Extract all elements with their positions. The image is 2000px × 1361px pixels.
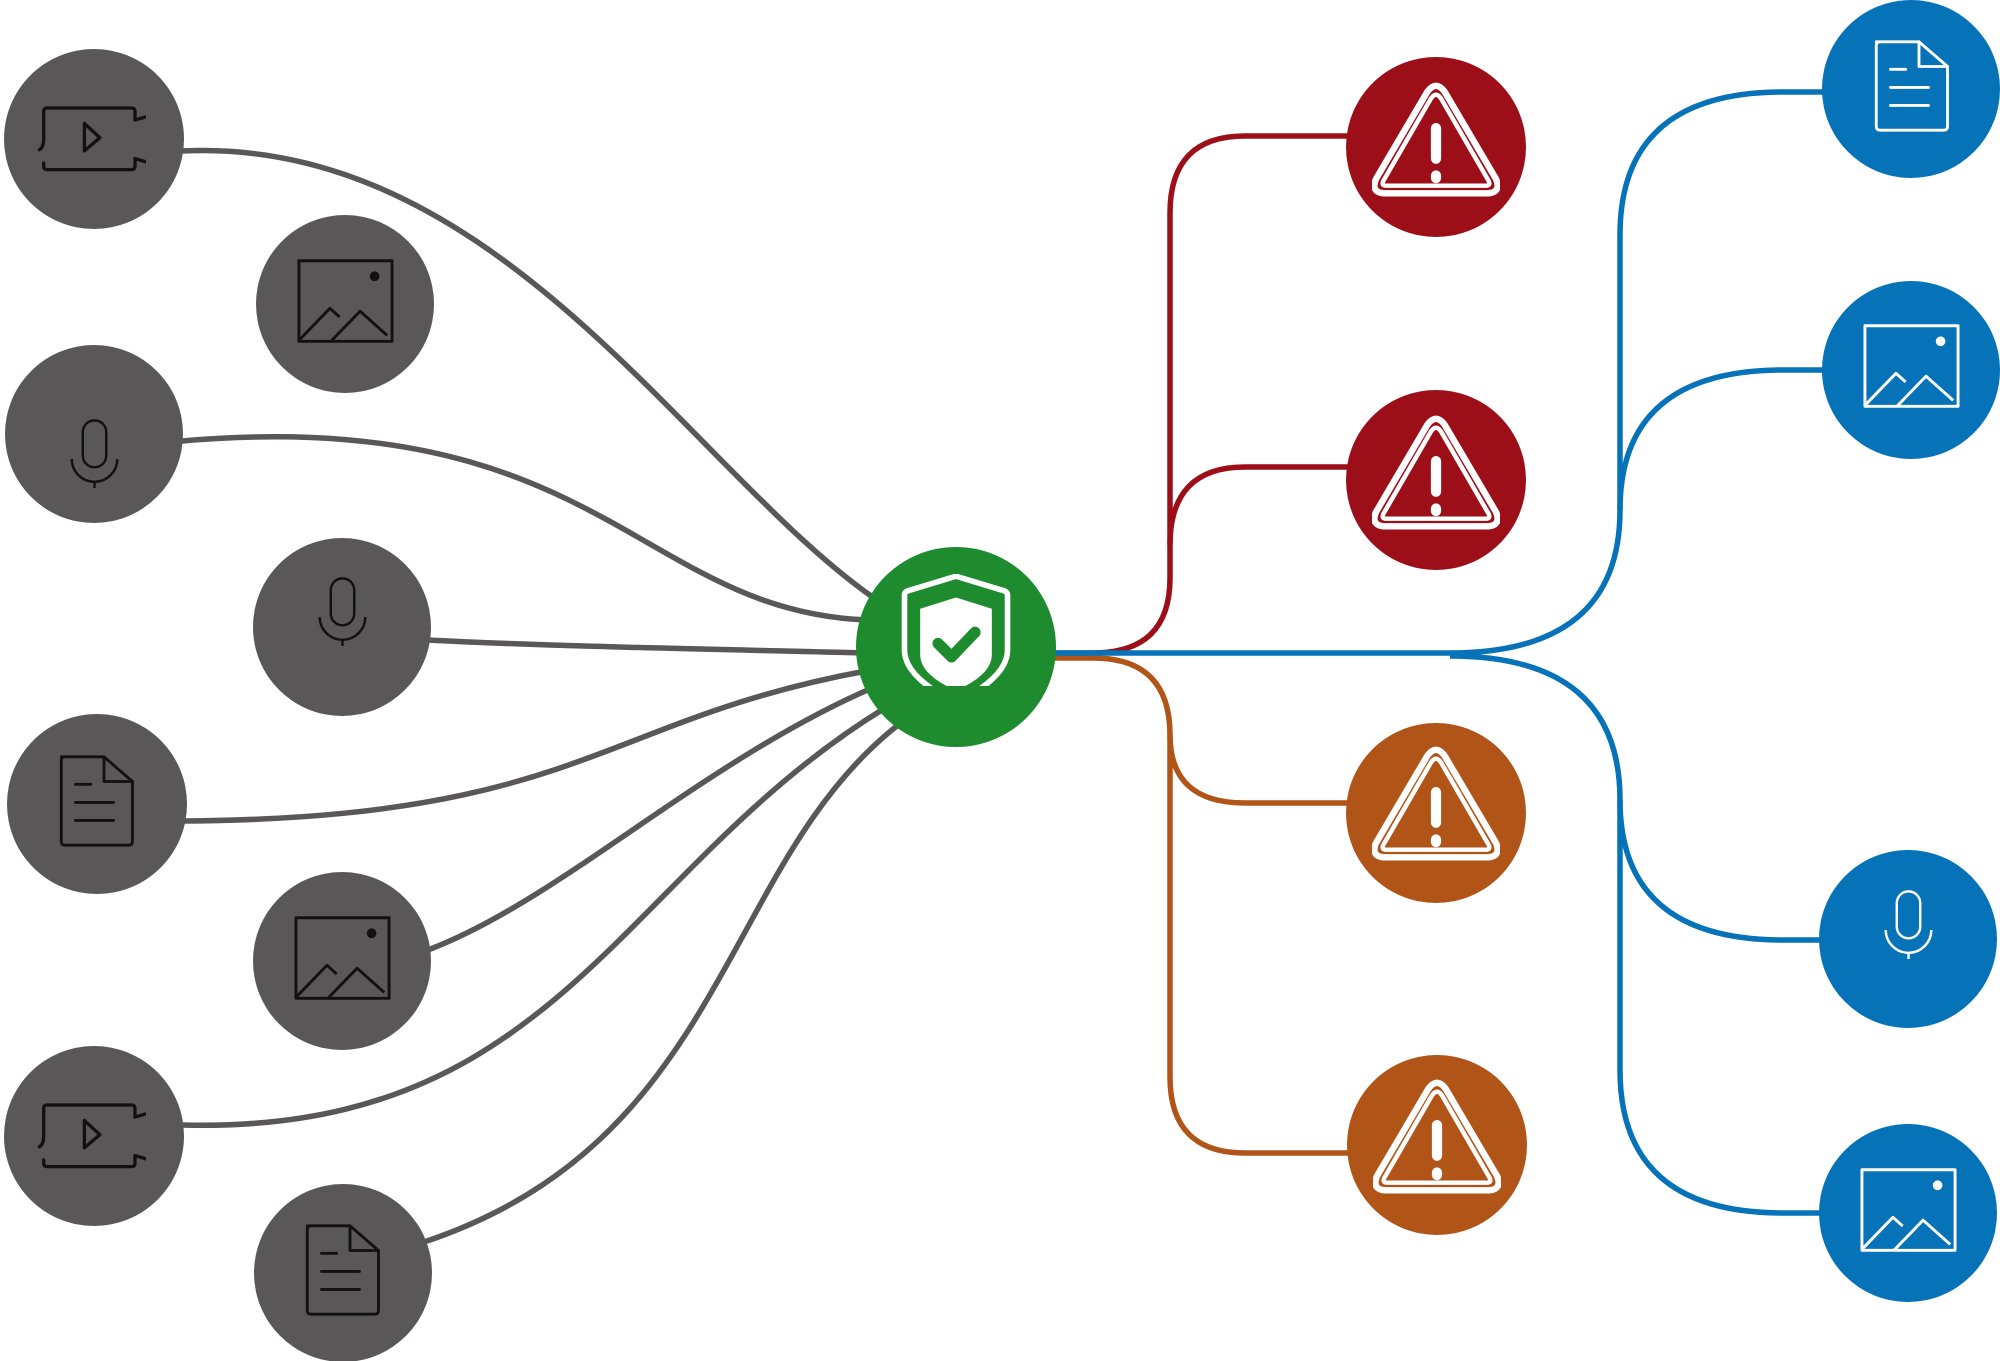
input-node-audio-2[interactable]: [253, 538, 431, 716]
link-alert-orange-2: [1167, 734, 1352, 806]
link-alert-red-2: [1167, 464, 1352, 546]
input-node-video-1[interactable]: [4, 49, 184, 229]
output-node-image-2[interactable]: [1819, 1124, 1997, 1302]
link-input-video-1: [181, 147, 876, 601]
link-input-document-2: [423, 719, 904, 1245]
input-node-document-2[interactable]: [254, 1184, 432, 1361]
alert-node-orange-1[interactable]: [1346, 723, 1526, 903]
alert-node-orange-2[interactable]: [1347, 1055, 1527, 1235]
output-node-image-1[interactable]: [1822, 281, 2000, 459]
input-node-audio-1[interactable]: [5, 345, 183, 523]
input-node-image-2[interactable]: [253, 872, 431, 1050]
alert-node-red-2[interactable]: [1346, 390, 1526, 570]
input-node-image-1[interactable]: [256, 215, 434, 393]
output-node-audio[interactable]: [1819, 850, 1997, 1028]
link-output-image-2: [1617, 800, 1822, 1216]
security-hub-node[interactable]: [856, 547, 1056, 747]
output-node-document[interactable]: [1822, 0, 2000, 178]
link-input-image-2: [427, 685, 874, 953]
link-output-image-1: [1617, 367, 1828, 511]
link-input-audio-2: [427, 637, 865, 656]
input-node-video-2[interactable]: [4, 1046, 184, 1226]
link-output-document: [1449, 89, 1827, 656]
link-alert-red-1: [1050, 133, 1352, 656]
link-input-document-1: [183, 668, 867, 824]
link-input-video-2: [181, 705, 887, 1128]
alert-node-red-1[interactable]: [1346, 57, 1526, 237]
input-node-document-1[interactable]: [7, 714, 187, 894]
link-input-audio-1: [181, 434, 869, 623]
link-alert-orange-1: [1050, 655, 1352, 1156]
